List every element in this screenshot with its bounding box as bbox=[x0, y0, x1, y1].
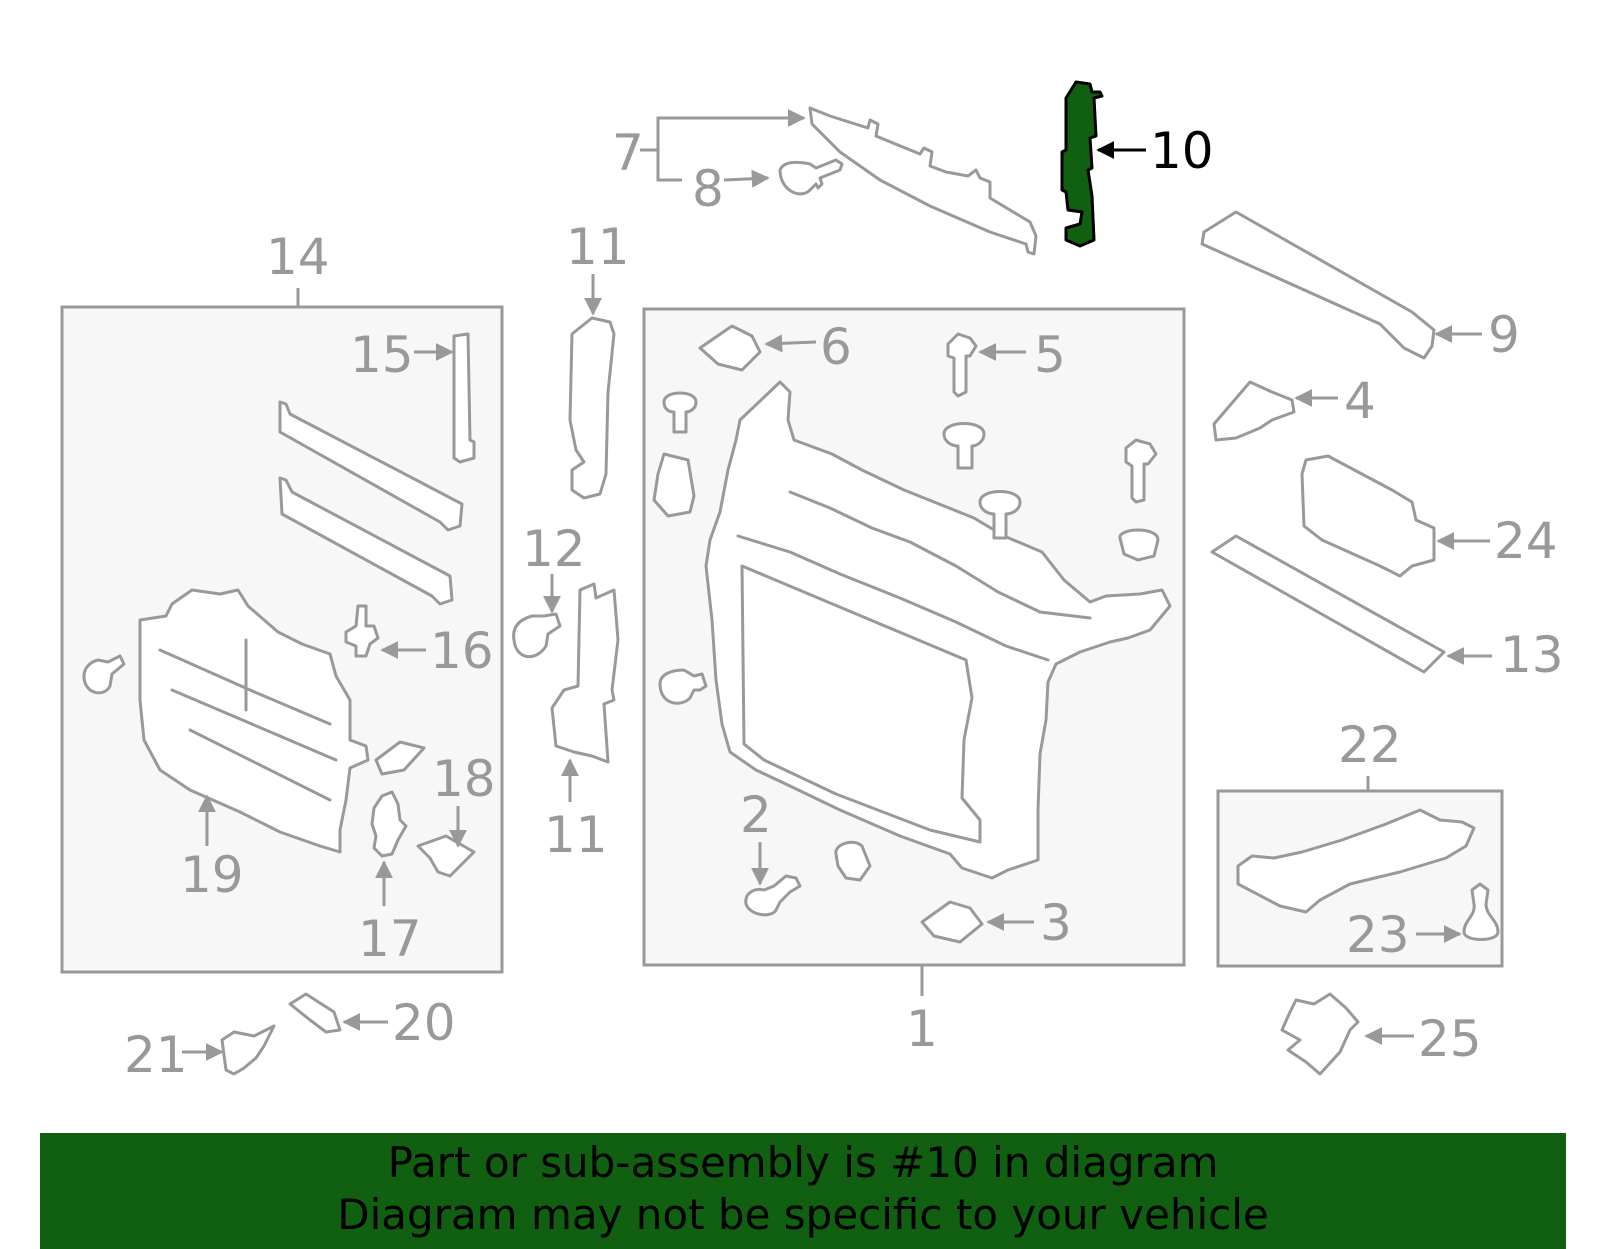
part-5-bolt[interactable] bbox=[946, 332, 978, 398]
part-1-clip-a bbox=[652, 452, 696, 518]
callout-7: 7 bbox=[612, 124, 644, 182]
part-11-upper-bracket[interactable] bbox=[568, 316, 616, 500]
part-21-fastener[interactable] bbox=[220, 1024, 276, 1076]
part-20-clip[interactable] bbox=[288, 992, 342, 1034]
callout-21: 21 bbox=[124, 1026, 188, 1084]
part-14-slat-upper bbox=[278, 400, 464, 532]
part-15-rod[interactable] bbox=[452, 332, 476, 464]
part-23-screw[interactable] bbox=[1462, 882, 1500, 941]
part-8-push-pin[interactable] bbox=[778, 158, 844, 196]
part-2-bolt[interactable] bbox=[744, 874, 802, 917]
part-13-lower-shield[interactable] bbox=[1210, 534, 1446, 674]
callout-5: 5 bbox=[1034, 326, 1066, 384]
banner-line-2: Diagram may not be specific to your vehi… bbox=[337, 1190, 1269, 1239]
part-3-nut-clip[interactable] bbox=[920, 900, 984, 944]
part-4-bracket[interactable] bbox=[1212, 380, 1296, 442]
info-banner: Part or sub-assembly is #10 in diagram D… bbox=[40, 1133, 1566, 1249]
part-17-bracket[interactable] bbox=[370, 790, 408, 858]
callout-23: 23 bbox=[1346, 906, 1410, 964]
leader-8 bbox=[723, 169, 770, 188]
leader-6 bbox=[764, 334, 817, 353]
callout-6: 6 bbox=[820, 318, 852, 376]
callout-20: 20 bbox=[392, 994, 456, 1052]
callout-3: 3 bbox=[1040, 894, 1072, 952]
part-9-reinforcement[interactable] bbox=[1200, 210, 1436, 360]
leader-7-branch bbox=[640, 148, 682, 182]
part-1-fastener-b bbox=[942, 422, 986, 470]
part-7-deflector[interactable] bbox=[808, 106, 1038, 256]
part-16-clip[interactable] bbox=[344, 604, 380, 658]
part-1-fastener-a bbox=[662, 391, 698, 434]
part-22-shield[interactable] bbox=[1236, 808, 1476, 914]
part-19-grille-openings bbox=[158, 638, 338, 802]
part-1-push-pin-b bbox=[658, 668, 708, 705]
part-6-nut-clip[interactable] bbox=[698, 324, 762, 372]
part-1-fastener-c bbox=[978, 490, 1022, 540]
callout-25: 25 bbox=[1418, 1010, 1482, 1068]
callout-8: 8 bbox=[692, 160, 724, 218]
banner-line-1: Part or sub-assembly is #10 in diagram bbox=[387, 1138, 1219, 1187]
part-10-highlighted-bracket[interactable] bbox=[1060, 80, 1104, 248]
callout-10: 10 bbox=[1150, 122, 1214, 180]
part-11-lower-bracket[interactable] bbox=[550, 582, 620, 764]
leader-7 bbox=[656, 109, 806, 150]
part-14-push-pin bbox=[82, 654, 126, 695]
callout-16: 16 bbox=[430, 622, 494, 680]
callout-17: 17 bbox=[358, 910, 422, 968]
part-1-nut-b bbox=[1118, 528, 1160, 562]
callout-11-upper: 11 bbox=[566, 218, 630, 276]
callout-22: 22 bbox=[1338, 716, 1402, 774]
callout-13: 13 bbox=[1500, 626, 1564, 684]
part-14-small-bracket bbox=[374, 740, 426, 776]
callout-24: 24 bbox=[1494, 512, 1558, 570]
part-1-bolt-b bbox=[1124, 438, 1158, 504]
callout-19: 19 bbox=[180, 846, 244, 904]
callout-12: 12 bbox=[522, 520, 586, 578]
callout-1: 1 bbox=[906, 1000, 938, 1058]
callout-14: 14 bbox=[266, 228, 330, 286]
callout-4: 4 bbox=[1344, 372, 1376, 430]
part-24-sensor[interactable] bbox=[1300, 454, 1436, 578]
part-1-radiator-opening bbox=[740, 564, 982, 844]
callout-2: 2 bbox=[740, 786, 772, 844]
callout-18: 18 bbox=[432, 750, 496, 808]
callout-9: 9 bbox=[1488, 306, 1520, 364]
part-14-slat-lower bbox=[278, 476, 454, 606]
part-25-bracket[interactable] bbox=[1280, 992, 1360, 1076]
part-1-nut-c bbox=[834, 840, 872, 882]
callout-15: 15 bbox=[350, 326, 414, 384]
part-1-detail-line-b bbox=[736, 534, 1050, 662]
callout-11-lower: 11 bbox=[544, 806, 608, 864]
part-12-push-pin[interactable] bbox=[512, 612, 562, 658]
part-1-detail-line-a bbox=[788, 490, 1092, 620]
